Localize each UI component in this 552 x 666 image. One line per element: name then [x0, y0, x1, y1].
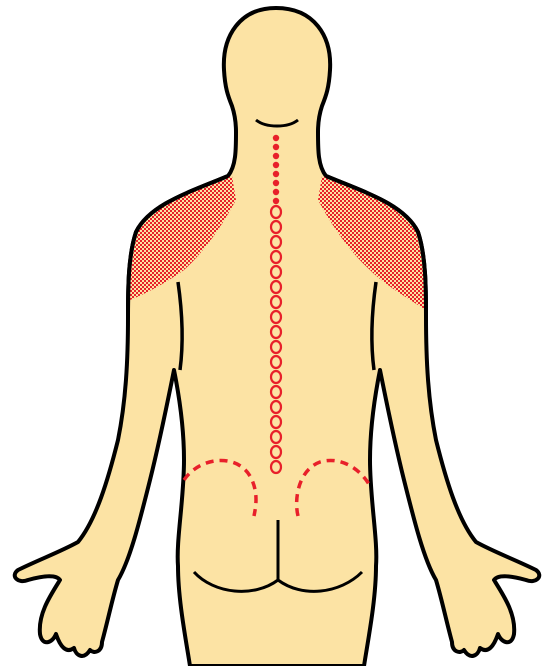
cervical-vertebra-dot [273, 144, 279, 150]
cervical-vertebra-dot [273, 153, 279, 159]
cervical-vertebra-dot [273, 180, 279, 186]
cervical-vertebra-dot [273, 198, 279, 204]
cervical-vertebra-dot [273, 189, 279, 195]
cervical-vertebra-dot [273, 135, 279, 141]
cervical-vertebra-dot [273, 162, 279, 168]
cervical-vertebra-dot [273, 171, 279, 177]
